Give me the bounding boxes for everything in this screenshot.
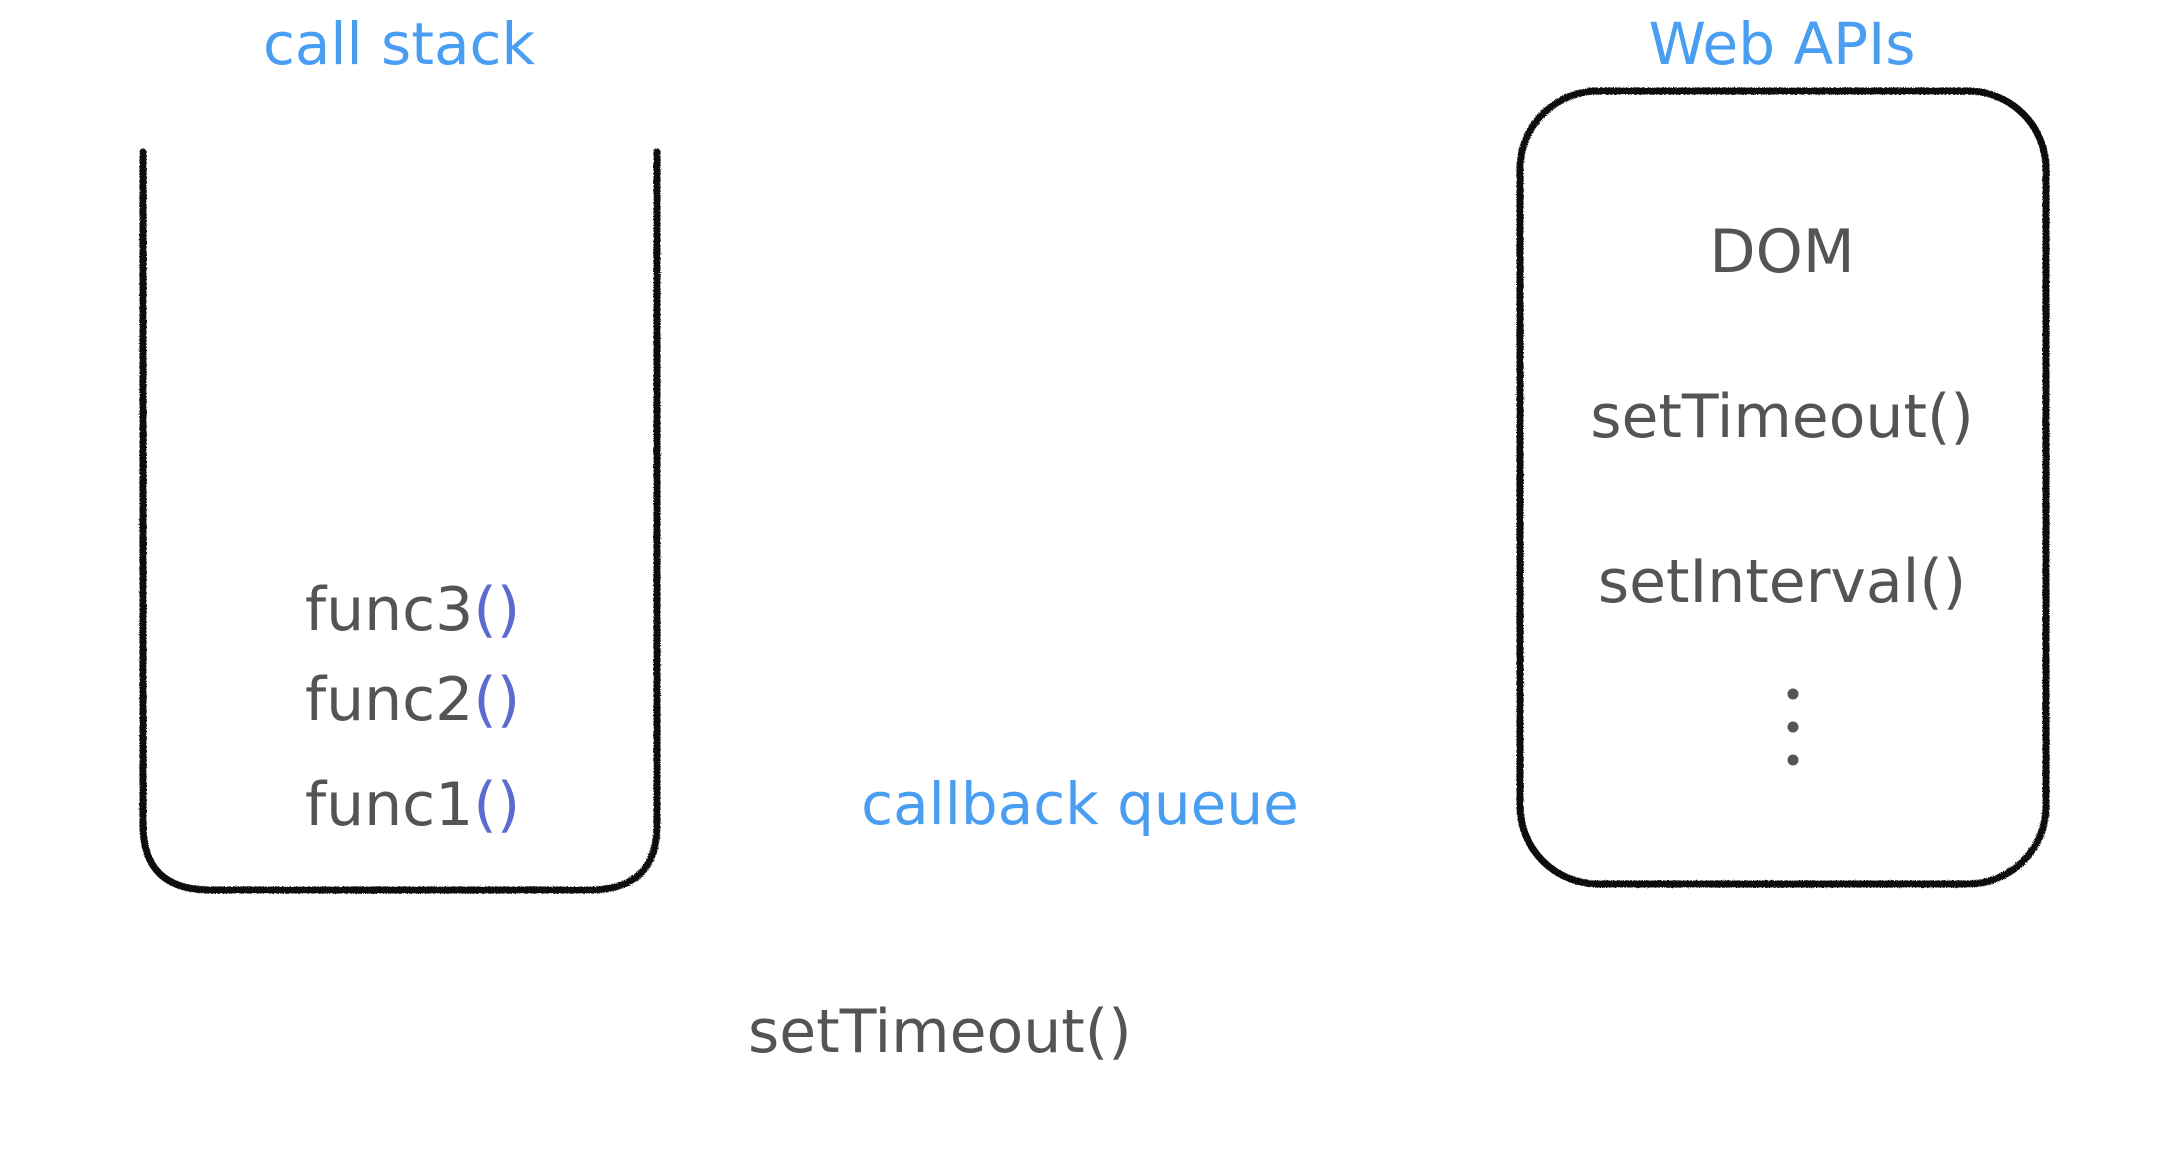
callback-queue-title: callback queue bbox=[861, 770, 1299, 838]
call-stack-title: call stack bbox=[262, 10, 536, 78]
callback-queue-item: setTimeout() bbox=[748, 997, 1132, 1067]
frame-parens: () bbox=[473, 575, 521, 645]
web-api-setinterval: setInterval() bbox=[1597, 547, 1967, 617]
frame-parens: () bbox=[473, 770, 521, 840]
web-api-dom: DOM bbox=[1709, 217, 1855, 287]
frame-name: func1 bbox=[305, 770, 474, 840]
stack-frame-func1: func1() bbox=[305, 775, 520, 835]
frame-name: func2 bbox=[305, 665, 474, 735]
stack-frame-func2: func2() bbox=[305, 670, 520, 730]
call-stack-container bbox=[139, 148, 661, 894]
web-api-settimeout: setTimeout() bbox=[1590, 382, 1974, 452]
frame-name: func3 bbox=[305, 575, 474, 645]
stack-frame-func3: func3() bbox=[305, 580, 520, 640]
web-apis-title: Web APIs bbox=[1648, 10, 1916, 78]
vertical-ellipsis-icon bbox=[1787, 688, 1799, 766]
frame-parens: () bbox=[473, 665, 521, 735]
web-apis-container bbox=[1516, 87, 2050, 888]
